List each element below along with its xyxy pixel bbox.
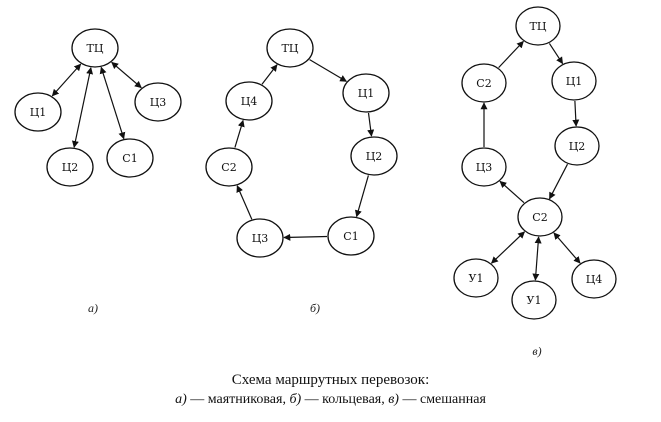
node-c2: Ц2 [554, 126, 600, 166]
edge-tc-c1 [548, 43, 564, 65]
node-label: Ц1 [30, 106, 47, 119]
node-u1b: У1 [511, 280, 557, 320]
node-u1a: У1 [453, 258, 499, 298]
node-ellipse [515, 6, 561, 46]
edge-c2-hub [548, 163, 569, 200]
node-label: У1 [469, 272, 484, 285]
node-ellipse [134, 82, 182, 122]
node-ellipse [551, 61, 597, 101]
node-c2: Ц2 [46, 147, 94, 187]
node-ellipse [511, 280, 557, 320]
edge-tc-c1 [51, 63, 82, 97]
node-c2: Ц2 [350, 136, 398, 176]
diagram-panels: ТЦЦ1Ц2С1Ц3а)ТЦЦ1Ц2С1Ц3С2Ц4б)ТЦЦ1Ц2С2Ц3С2… [14, 6, 617, 358]
caption-marker-c: в) [388, 392, 399, 407]
panel-label: в) [532, 344, 541, 358]
node-tc: ТЦ [71, 28, 119, 68]
node-label: Ц3 [150, 96, 167, 109]
edge-hub-u1a [490, 231, 526, 264]
node-label: ТЦ [530, 20, 547, 33]
node-label: Ц1 [566, 75, 583, 88]
caption-marker-b: б) [289, 392, 302, 407]
panel-label: б) [310, 301, 320, 315]
caption-text-b: — кольцевая, [301, 392, 389, 407]
node-label: С2 [221, 161, 236, 174]
node-c3: Ц3 [461, 147, 507, 187]
node-label: У1 [527, 294, 542, 307]
node-ellipse [236, 218, 284, 258]
node-ellipse [461, 147, 507, 187]
node-label: С1 [122, 152, 137, 165]
node-c4: Ц4 [225, 81, 273, 121]
edge-tc-s1 [99, 66, 126, 140]
node-label: Ц1 [358, 87, 375, 100]
node-label: Ц2 [569, 140, 586, 153]
edge-c4-tc [261, 64, 278, 85]
edge-s2-tc [498, 40, 524, 69]
node-c3: Ц3 [134, 82, 182, 122]
caption-text-c: — смешанная [398, 392, 486, 407]
node-c1: Ц1 [14, 92, 62, 132]
caption-title: Схема маршрутных перевозок: [231, 372, 430, 388]
node-ellipse [106, 138, 154, 178]
node-label: С2 [532, 211, 547, 224]
node-hub: С2 [517, 197, 563, 237]
edge-tc-c1 [309, 59, 348, 82]
edge-tc-c2 [71, 67, 94, 148]
node-label: ТЦ [87, 42, 104, 55]
node-s1: С1 [327, 216, 375, 256]
node-c1: Ц1 [551, 61, 597, 101]
node-ellipse [14, 92, 62, 132]
edge-tc-c3 [111, 61, 142, 89]
node-s1: С1 [106, 138, 154, 178]
edge-c2-s1 [354, 175, 369, 218]
node-ellipse [571, 259, 617, 299]
edge-hub-c3 [499, 180, 525, 204]
node-ellipse [71, 28, 119, 68]
edge-s1-c3 [283, 233, 328, 241]
caption-marker-a: а) [175, 392, 187, 407]
node-ellipse [554, 126, 600, 166]
node-s2: С2 [461, 63, 507, 103]
node-tc: ТЦ [515, 6, 561, 46]
node-ellipse [453, 258, 499, 298]
node-label: Ц4 [241, 95, 258, 108]
node-label: Ц4 [586, 273, 603, 286]
node-tc: ТЦ [266, 28, 314, 68]
route-scheme-diagram: ТЦЦ1Ц2С1Ц3а)ТЦЦ1Ц2С1Ц3С2Ц4б)ТЦЦ1Ц2С2Ц3С2… [14, 6, 617, 358]
node-ellipse [327, 216, 375, 256]
caption-legend: а) — маятниковая, б) — кольцевая, в) — с… [0, 392, 661, 408]
node-c1: Ц1 [342, 73, 390, 113]
caption-text-a: — маятниковая, [186, 392, 290, 407]
node-ellipse [350, 136, 398, 176]
node-ellipse [342, 73, 390, 113]
panel-label: а) [88, 301, 98, 315]
node-label: Ц3 [476, 161, 493, 174]
node-label: С1 [343, 230, 358, 243]
edge-s2-c4 [234, 119, 245, 148]
node-ellipse [517, 197, 563, 237]
edge-c1-c2 [367, 112, 375, 137]
node-ellipse [225, 81, 273, 121]
node-ellipse [266, 28, 314, 68]
node-c4: Ц4 [571, 259, 617, 299]
node-ellipse [46, 147, 94, 187]
node-c3: Ц3 [236, 218, 284, 258]
node-label: Ц2 [366, 150, 383, 163]
edge-hub-u1b [532, 236, 542, 281]
node-ellipse [461, 63, 507, 103]
node-label: С2 [476, 77, 491, 90]
node-label: ТЦ [282, 42, 299, 55]
edge-c3-s2 [236, 185, 253, 220]
edge-hub-c4 [553, 232, 581, 264]
node-s2: С2 [205, 147, 253, 187]
node-label: Ц2 [62, 161, 79, 174]
node-ellipse [205, 147, 253, 187]
edge-c1-c2 [572, 100, 580, 127]
node-label: Ц3 [252, 232, 269, 245]
